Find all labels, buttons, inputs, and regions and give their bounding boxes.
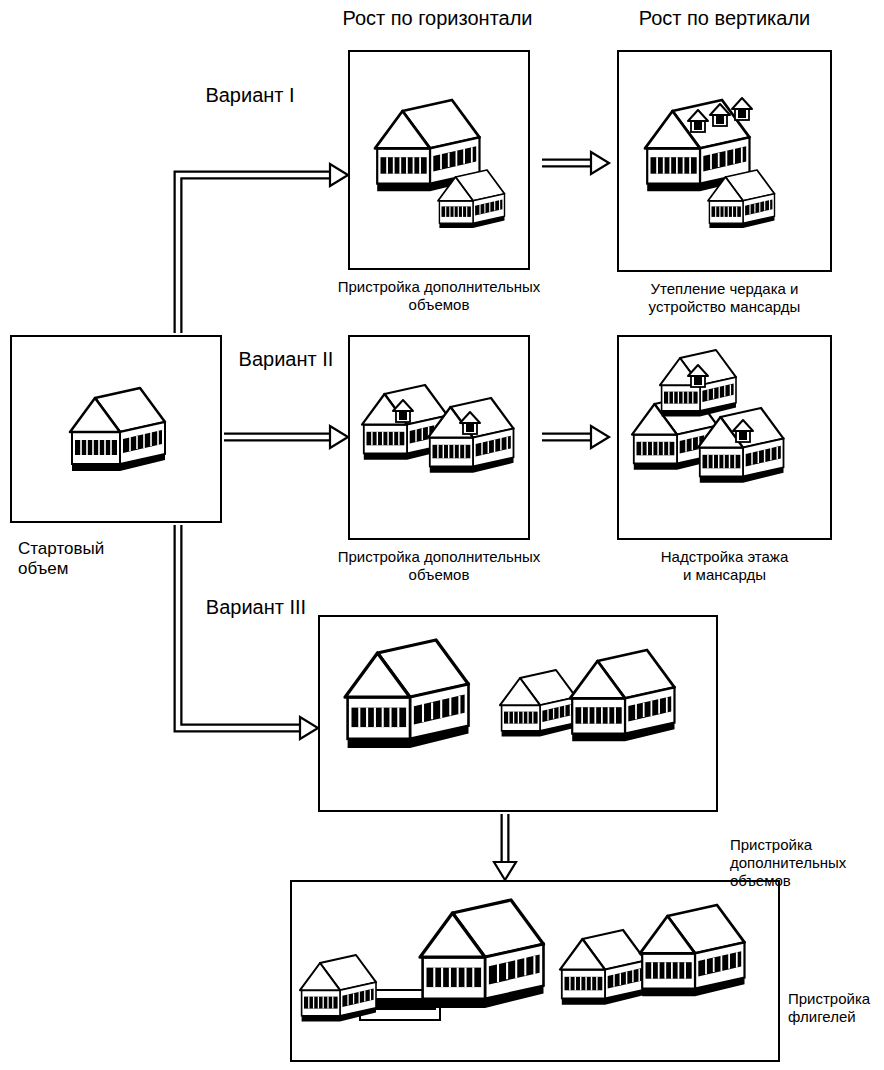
arrow-inner [178, 525, 303, 728]
arrow-inner [224, 435, 333, 440]
arrow-outline [178, 175, 333, 333]
caption-text: Утепление чердака и устройство мансарды [617, 280, 832, 316]
house-drawing [645, 98, 775, 228]
variant-label: Вариант I [204, 76, 296, 114]
caption-text: Стартовый объем [18, 539, 138, 580]
variant-label: Вариант II [238, 340, 334, 378]
caption: Пристройка дополнительных объемов [324, 548, 554, 584]
arrow-head [591, 152, 609, 174]
arrow-head [300, 717, 318, 739]
caption-text: Надстройка этажа и мансарды [655, 548, 795, 584]
frame-border [348, 50, 530, 270]
picture-frame: Надстройка этажа и мансарды [617, 335, 832, 540]
column-heading: Рост по вертикали [612, 6, 837, 30]
caption: Стартовый объем [18, 539, 138, 580]
house-drawing [70, 388, 165, 471]
picture-frame: Пристройка флигелей [290, 880, 780, 1062]
double-arrow [178, 164, 348, 333]
variant-label: Вариант III [204, 588, 308, 626]
caption: Надстройка этажа и мансарды [655, 548, 795, 584]
house-drawing [375, 100, 505, 228]
house-drawing [362, 385, 514, 473]
frame-border [318, 615, 718, 812]
arrow-inner [178, 175, 333, 333]
frame-border [348, 335, 530, 540]
picture-frame: Утепление чердака и устройство мансарды [617, 50, 832, 272]
caption-text: Пристройка дополнительных объемов [324, 278, 554, 314]
picture-frame: Пристройка дополнительных объемов [348, 335, 530, 540]
arrow-inner [542, 161, 594, 166]
picture-frame: Стартовый объем [10, 335, 222, 523]
house-drawing [345, 640, 675, 748]
frame-border [10, 335, 222, 523]
arrow-head [591, 426, 609, 448]
house-drawing [632, 350, 784, 483]
column-heading: Рост по горизонтали [335, 6, 540, 30]
frame-border [617, 50, 832, 272]
double-arrow [224, 426, 348, 448]
picture-frame: Пристройка дополнительных объемов [318, 615, 718, 812]
arrow-head [330, 164, 348, 186]
arrow-outline [178, 525, 303, 728]
double-arrow [178, 525, 318, 739]
arrow-head [330, 426, 348, 448]
double-arrow [542, 152, 609, 174]
frame-border [617, 335, 832, 540]
arrow-inner [503, 814, 508, 865]
arrow-outline [501, 814, 510, 865]
caption-text: Пристройка дополнительных объемов [324, 548, 554, 584]
frame-border [290, 880, 780, 1062]
caption: Пристройка флигелей [788, 990, 880, 1026]
double-arrow [542, 426, 609, 448]
caption: Пристройка дополнительных объемов [324, 278, 554, 314]
arrow-outline [224, 433, 333, 442]
house-drawing [300, 900, 745, 1021]
caption: Утепление чердака и устройство мансарды [617, 280, 832, 316]
arrow-outline [542, 159, 594, 168]
arrow-inner [542, 435, 594, 440]
arrow-outline [542, 433, 594, 442]
double-arrow [494, 814, 516, 880]
picture-frame: Пристройка дополнительных объемов [348, 50, 530, 270]
arrow-head [494, 862, 516, 880]
caption-text: Пристройка флигелей [788, 990, 880, 1026]
